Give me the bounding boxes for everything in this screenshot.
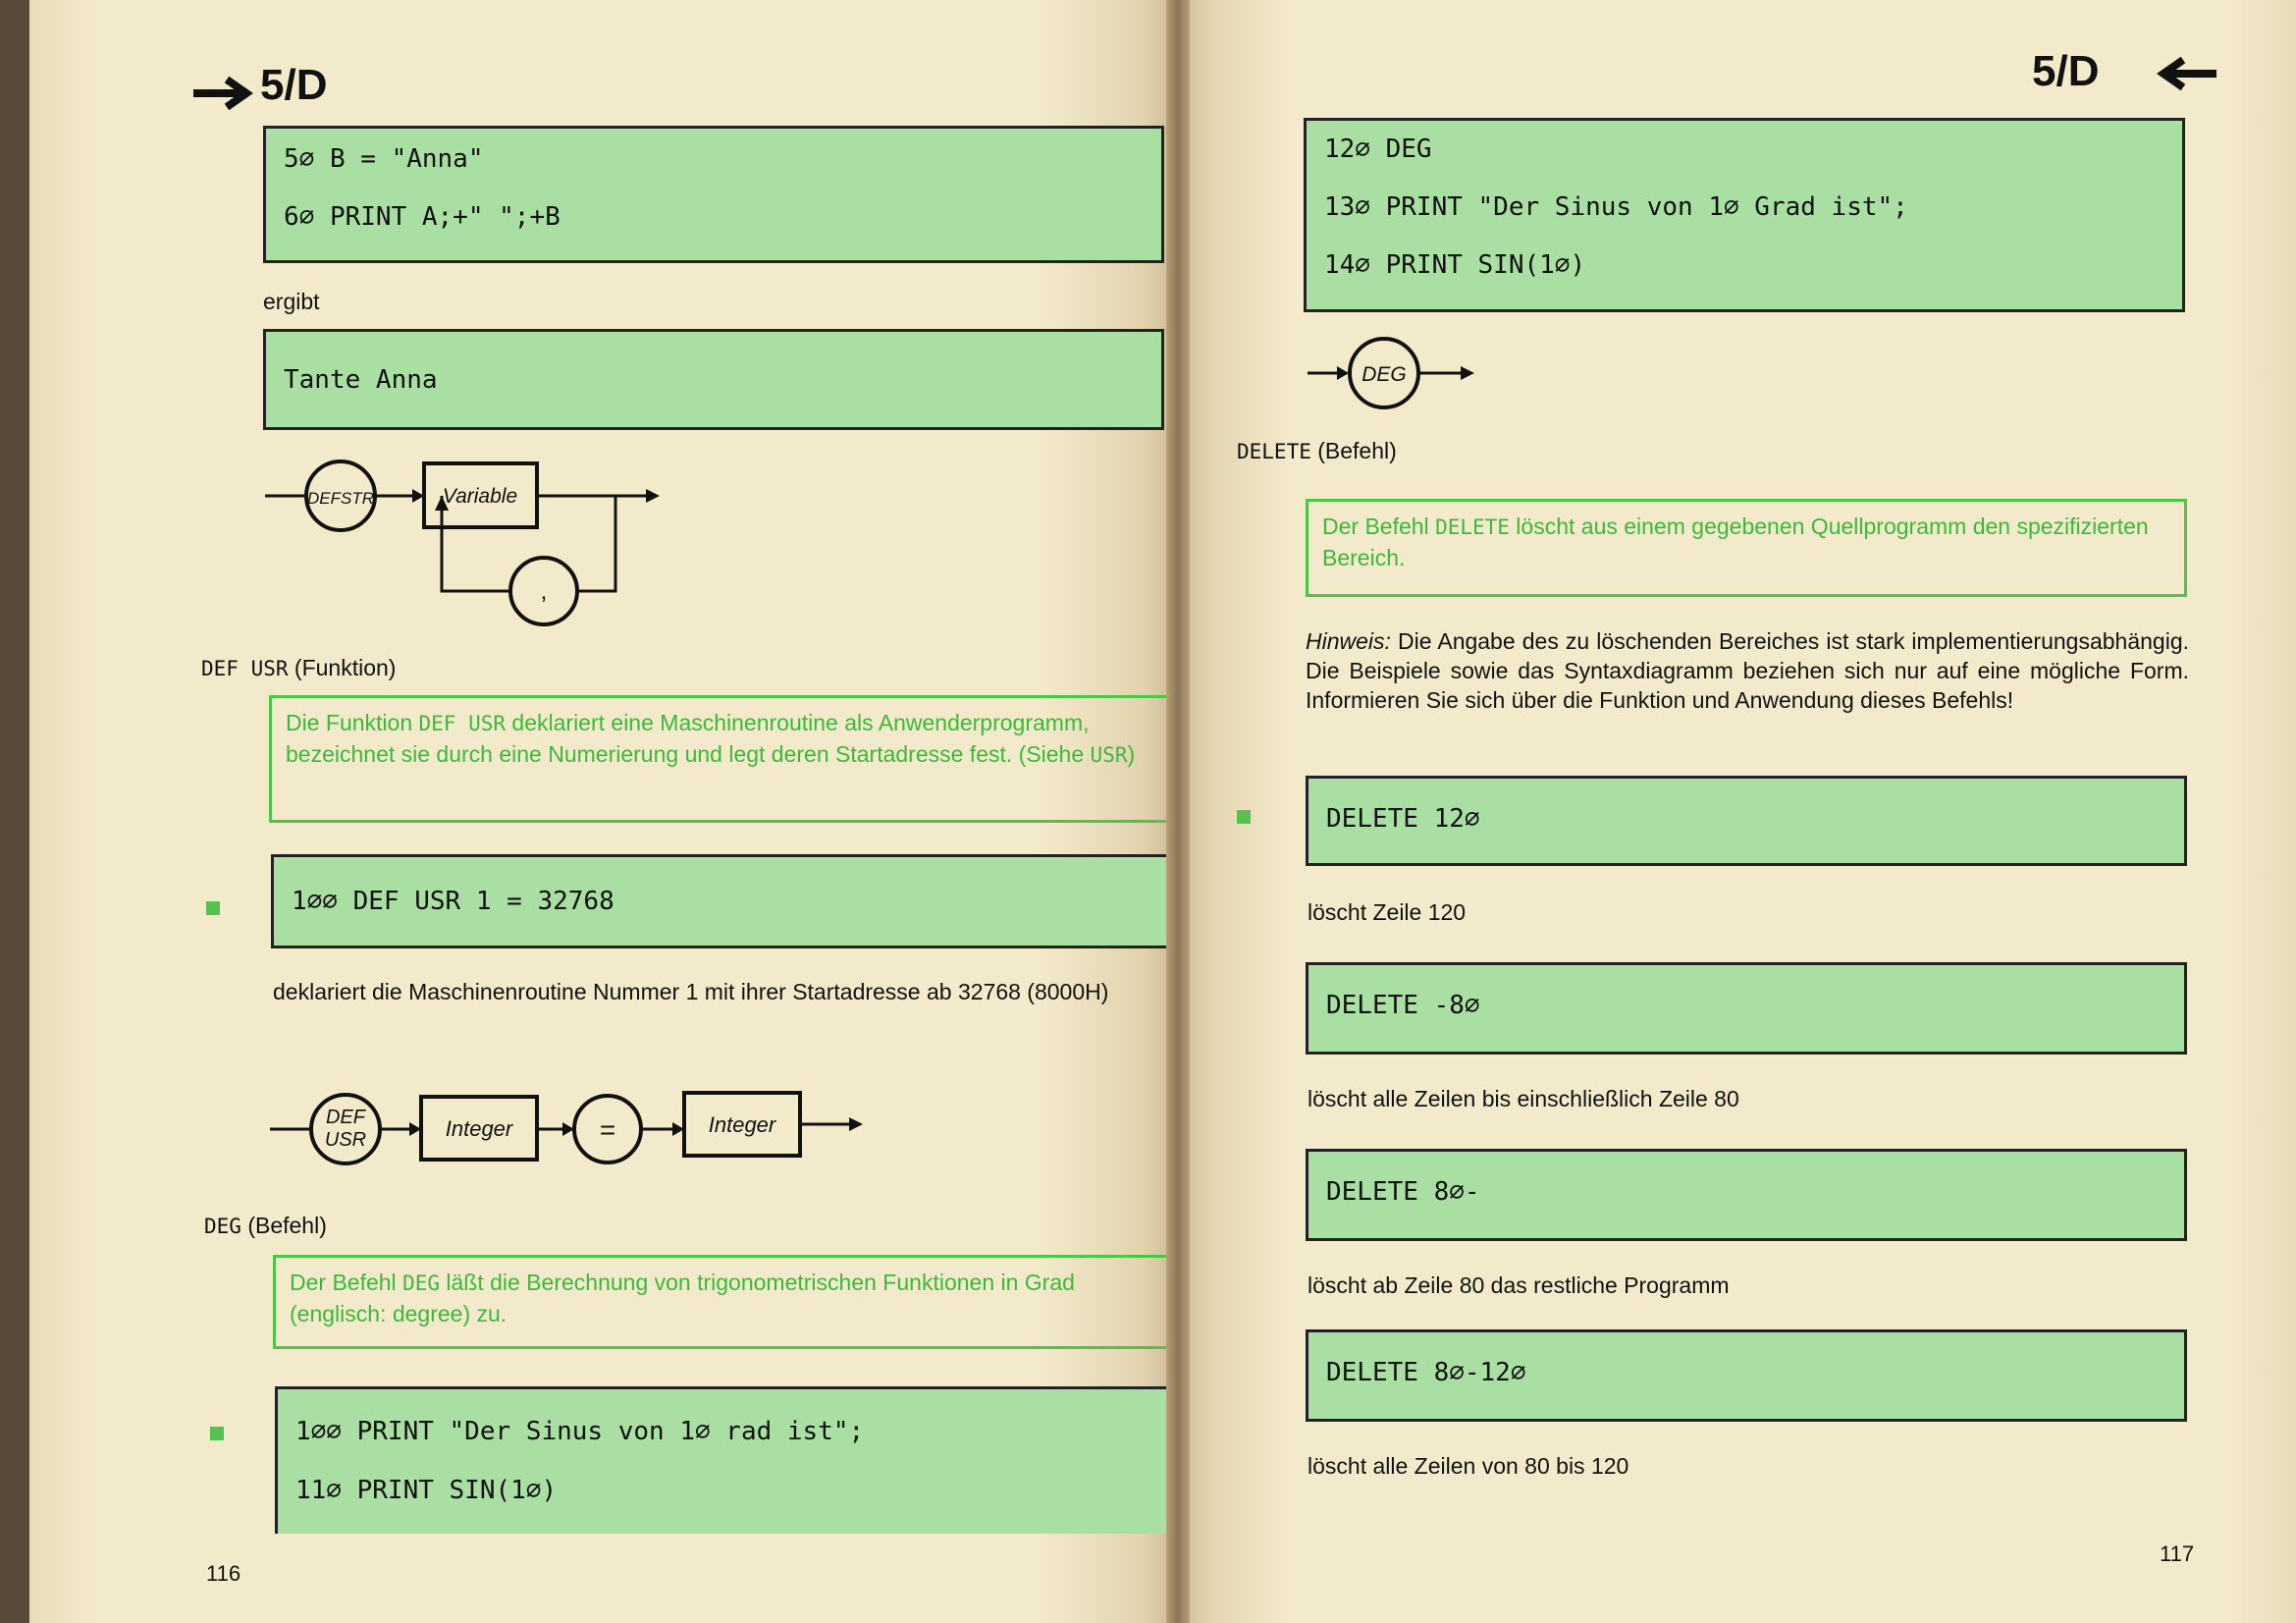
diagram-separator: , [541, 578, 548, 605]
diagram-keyword: DEFSTR [307, 489, 374, 508]
code-block: DELETE 12∅ [1306, 776, 2187, 866]
diagram-box-label: Variable [443, 485, 517, 508]
syntax-diagram-deg: DEG [1308, 337, 1474, 409]
diagram-box-label: Integer [446, 1116, 514, 1141]
definition-box-deg: Der Befehl DEG läßt die Berechnung von t… [273, 1255, 1174, 1349]
code-block: DELETE 8∅-12∅ [1306, 1329, 2187, 1422]
syntax-diagram-defstr: DEFSTR Variable , [265, 460, 660, 626]
book-spine [1166, 0, 1190, 1623]
page-header: 5/D [2032, 47, 2100, 95]
left-page: 5/D 5∅ B = "Anna" 6∅ PRINT A;+" ";+B erg… [29, 0, 1178, 1623]
example-bullet [1237, 810, 1251, 824]
example-description: löscht ab Zeile 80 das restliche Program… [1308, 1272, 1730, 1298]
example-bullet [206, 901, 220, 915]
code-line: 11∅ PRINT SIN(1∅) [295, 1476, 558, 1505]
page-header: 5/D [260, 61, 328, 109]
section-title-delete: DELETE (Befehl) [1237, 438, 1397, 463]
code-block: DELETE 8∅- [1306, 1149, 2187, 1241]
code-line: 14∅ PRINT SIN(1∅) [1324, 250, 1586, 280]
page-number: 116 [206, 1561, 241, 1586]
example-description: löscht alle Zeilen bis einschließlich Ze… [1308, 1086, 1739, 1111]
code-line: 1∅∅ PRINT "Der Sinus von 1∅ rad ist"; [295, 1417, 865, 1446]
diagram-keyword: DEF [326, 1107, 367, 1128]
page-number: 117 [2160, 1542, 2195, 1566]
output-block: Tante Anna [263, 329, 1164, 430]
arrow-right-icon [193, 76, 253, 111]
code-line: 6∅ PRINT A;+" ";+B [284, 202, 561, 232]
syntax-diagram-defusr: DEF USR Integer = Integer [270, 1091, 863, 1165]
example-bullet [210, 1427, 224, 1440]
diagram-keyword: DEG [1362, 363, 1407, 386]
hint-paragraph: Hinweis: Die Angabe des zu löschenden Be… [1306, 628, 2189, 713]
example-description: löscht alle Zeilen von 80 bis 120 [1308, 1453, 1629, 1479]
code-block: 12∅ DEG 13∅ PRINT "Der Sinus von 1∅ Grad… [1304, 118, 2185, 312]
code-block: 1∅∅ DEF USR 1 = 32768 [271, 854, 1172, 948]
output-line: Tante Anna [284, 365, 438, 395]
explanation-text: deklariert die Maschinenroutine Nummer 1… [273, 979, 1109, 1004]
example-description: löscht Zeile 120 [1308, 899, 1467, 925]
definition-box-defusr: Die Funktion DEF USR deklariert eine Mas… [269, 695, 1170, 823]
code-line: DELETE 8∅- [1326, 1177, 1480, 1207]
code-line: DELETE -8∅ [1326, 991, 1480, 1020]
diagram-equals: = [600, 1114, 615, 1145]
code-line: 1∅∅ DEF USR 1 = 32768 [292, 887, 614, 916]
arrow-left-icon [2157, 56, 2216, 91]
definition-box-delete: Der Befehl DELETE löscht aus einem gegeb… [1306, 499, 2187, 597]
diagram-keyword: USR [325, 1129, 366, 1151]
section-title-deg: DEG (Befehl) [204, 1213, 327, 1238]
code-line: DELETE 8∅-12∅ [1326, 1358, 1526, 1387]
code-block: 1∅∅ PRINT "Der Sinus von 1∅ rad ist"; 11… [275, 1386, 1178, 1534]
result-label: ergibt [263, 289, 320, 314]
code-line: 13∅ PRINT "Der Sinus von 1∅ Grad ist"; [1324, 192, 1908, 222]
code-block: DELETE -8∅ [1306, 962, 2187, 1055]
section-title-defusr: DEF USR (Funktion) [201, 655, 397, 680]
diagram-box-label: Integer [709, 1112, 777, 1137]
right-page: 5/D 12∅ DEG 13∅ PRINT "Der Sinus von 1∅ … [1178, 0, 2296, 1623]
code-line: 5∅ B = "Anna" [284, 144, 484, 174]
code-line: DELETE 12∅ [1326, 804, 1480, 834]
code-block: 5∅ B = "Anna" 6∅ PRINT A;+" ";+B [263, 126, 1164, 263]
code-line: 12∅ DEG [1324, 135, 1432, 164]
